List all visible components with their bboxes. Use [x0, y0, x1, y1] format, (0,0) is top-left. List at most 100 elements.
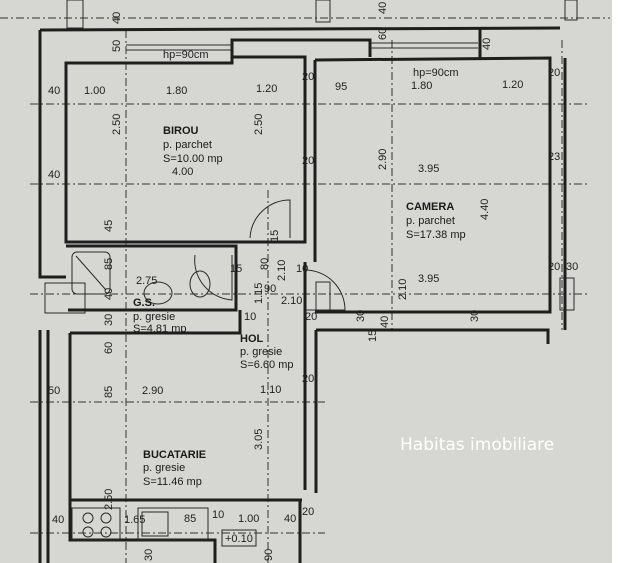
door-gs	[194, 254, 233, 301]
svg-text:2.50: 2.50	[103, 489, 115, 510]
shower-tray	[71, 251, 111, 295]
svg-text:40: 40	[52, 514, 64, 526]
room-birou: BIROU p. parchet S=10.00 mp hp=90cm	[163, 49, 223, 165]
svg-text:30: 30	[143, 549, 155, 561]
door-camera	[304, 269, 346, 311]
svg-text:p. parchet: p. parchet	[406, 215, 455, 227]
svg-text:1.00: 1.00	[84, 85, 105, 97]
svg-text:1.10: 1.10	[260, 384, 281, 396]
svg-text:90: 90	[264, 283, 276, 295]
windows	[126, 42, 478, 51]
room-camera: CAMERA p. parchet S=17.38 mp hp=90cm	[406, 67, 466, 241]
room-hol: HOL p. gresie S=6.60 mp	[240, 333, 294, 371]
svg-text:80: 80	[259, 258, 271, 270]
svg-text:p. gresie: p. gresie	[133, 311, 175, 323]
svg-text:hp=90cm: hp=90cm	[163, 49, 209, 61]
svg-text:85: 85	[103, 386, 115, 398]
svg-text:2.50: 2.50	[253, 114, 265, 135]
svg-text:30: 30	[469, 310, 481, 322]
svg-text:2.75: 2.75	[136, 275, 157, 287]
room-gs: G.S. p. gresie S=4.81 mp	[133, 297, 187, 335]
svg-text:10: 10	[212, 509, 224, 521]
svg-text:1.20: 1.20	[502, 79, 523, 91]
svg-text:4.00: 4.00	[172, 166, 193, 178]
svg-text:15: 15	[367, 330, 379, 342]
sink	[143, 281, 173, 305]
svg-text:1.80: 1.80	[166, 85, 187, 97]
svg-text:50: 50	[111, 40, 123, 52]
svg-text:20: 20	[302, 155, 314, 167]
svg-text:10: 10	[244, 311, 256, 323]
svg-text:S=17.38 mp: S=17.38 mp	[406, 229, 466, 241]
svg-text:1.00: 1.00	[238, 513, 259, 525]
svg-text:S=4.81 mp: S=4.81 mp	[133, 323, 187, 335]
svg-text:2.10: 2.10	[276, 260, 288, 281]
svg-text:hp=90cm: hp=90cm	[413, 67, 459, 79]
svg-text:40: 40	[284, 513, 296, 525]
svg-text:1.80: 1.80	[411, 80, 432, 92]
svg-text:2.90: 2.90	[377, 149, 389, 170]
svg-text:p. gresie: p. gresie	[240, 346, 282, 358]
svg-text:23: 23	[548, 151, 560, 163]
svg-text:50: 50	[48, 385, 60, 397]
svg-text:S=10.00 mp: S=10.00 mp	[163, 153, 223, 165]
svg-text:20: 20	[305, 311, 317, 323]
svg-text:2.50: 2.50	[111, 114, 123, 135]
svg-text:40: 40	[377, 2, 389, 14]
svg-text:1.15: 1.15	[253, 283, 265, 304]
svg-text:1.20: 1.20	[256, 83, 277, 95]
svg-text:15: 15	[230, 263, 242, 275]
svg-text:p. gresie: p. gresie	[143, 462, 185, 474]
svg-text:2.90: 2.90	[142, 385, 163, 397]
svg-text:40: 40	[103, 288, 115, 300]
svg-text:10: 10	[296, 263, 308, 275]
svg-text:HOL: HOL	[240, 333, 264, 345]
svg-text:3.95: 3.95	[418, 163, 439, 175]
svg-text:S=6.60 mp: S=6.60 mp	[240, 359, 294, 371]
level-mark: +0.10	[225, 533, 253, 545]
svg-text:20: 20	[548, 67, 560, 79]
svg-text:BUCATARIE: BUCATARIE	[143, 449, 206, 461]
toilet	[189, 270, 211, 298]
svg-text:60: 60	[103, 342, 115, 354]
room-bucatarie: BUCATARIE p. gresie S=11.46 mp	[143, 449, 206, 488]
svg-text:15: 15	[269, 230, 281, 242]
svg-text:95: 95	[335, 81, 347, 93]
svg-text:20: 20	[302, 373, 314, 385]
kitchen-sink	[137, 507, 209, 541]
level-box	[221, 529, 257, 547]
svg-text:45: 45	[103, 220, 115, 232]
svg-text:1.65: 1.65	[124, 514, 145, 526]
svg-text:40: 40	[48, 169, 60, 181]
svg-text:4.40: 4.40	[479, 199, 491, 220]
svg-text:30: 30	[103, 314, 115, 326]
svg-text:20: 20	[302, 71, 314, 83]
svg-text:40: 40	[48, 85, 60, 97]
svg-text:G.S.: G.S.	[133, 297, 155, 309]
svg-text:85: 85	[184, 513, 196, 525]
stove	[71, 507, 121, 541]
fixtures	[71, 251, 257, 547]
svg-text:BIROU: BIROU	[163, 125, 199, 137]
dimension-labels: 40 1.00 1.80 1.20 2.50 2.50 4.00 40 50 4…	[48, 2, 578, 561]
doors	[194, 199, 346, 311]
svg-text:20: 20	[302, 506, 314, 518]
svg-text:p. parchet: p. parchet	[163, 139, 212, 151]
watermark: Habitas imobiliare	[400, 435, 554, 455]
svg-text:40: 40	[481, 38, 493, 50]
svg-text:85: 85	[103, 258, 115, 270]
svg-text:2.10: 2.10	[397, 279, 409, 300]
svg-text:S=11.46 mp: S=11.46 mp	[143, 476, 202, 488]
svg-text:60: 60	[377, 28, 389, 40]
door-birou	[249, 199, 291, 239]
svg-text:20: 20	[548, 261, 560, 273]
svg-text:CAMERA: CAMERA	[406, 201, 454, 213]
svg-text:40: 40	[379, 316, 391, 328]
svg-text:40: 40	[111, 12, 123, 24]
svg-text:30: 30	[355, 310, 367, 322]
svg-text:30: 30	[566, 261, 578, 273]
svg-text:3.95: 3.95	[418, 273, 439, 285]
svg-text:3.05: 3.05	[253, 429, 265, 450]
